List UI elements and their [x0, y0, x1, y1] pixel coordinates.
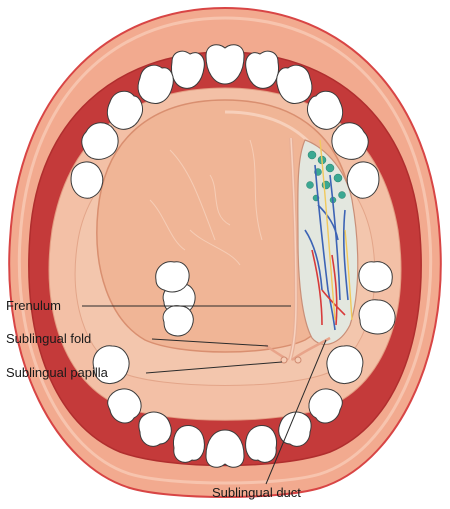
lower-tooth [173, 425, 205, 463]
tongue-surface-texture [149, 139, 263, 266]
lower-tooth [92, 345, 130, 384]
lower-tooth [358, 299, 396, 335]
sublingual-gland-region [297, 139, 359, 346]
upper-tooth [346, 161, 380, 199]
upper-tooth [276, 64, 313, 104]
upper-tooth [307, 90, 344, 130]
lower-tooth [245, 425, 277, 463]
upper-tooth [245, 50, 279, 89]
lingual-veins [304, 164, 349, 331]
label-frenulum: Frenulum [6, 298, 61, 313]
teeth [70, 44, 396, 468]
upper-tooth [205, 44, 245, 85]
lingual-nerve [319, 139, 353, 321]
upper-tooth [331, 122, 369, 160]
lower-tooth [107, 388, 142, 424]
sublingual-fold-right [291, 336, 331, 361]
upper-tooth [137, 64, 174, 104]
sublingual-papilla-left [280, 356, 288, 364]
lower-tooth [162, 305, 194, 337]
lower-tooth [358, 261, 393, 293]
sublingual-gland [297, 139, 359, 346]
sublingual-fold-leader-line [151, 338, 269, 347]
upper-tooth [171, 50, 205, 89]
label-sublingual-papilla: Sublingual papilla [6, 365, 109, 380]
upper-tooth [70, 161, 104, 199]
upper-tooth [81, 122, 119, 160]
lower-tooth [155, 261, 190, 293]
sublingual-duct-leader-line [265, 339, 327, 485]
lower-tooth [308, 388, 343, 424]
leader-lines [82, 305, 327, 485]
lower-tooth [326, 345, 364, 384]
label-sublingual-fold: Sublingual fold [6, 331, 91, 346]
label-sublingual-duct: Sublingual duct [212, 485, 301, 500]
lower-tooth [205, 429, 245, 468]
sublingual-papilla-leader-line [145, 361, 283, 374]
lip-highlight [17, 16, 433, 485]
sublingual-papilla-right [294, 356, 302, 364]
upper-tooth [106, 90, 143, 130]
lower-tooth [138, 411, 172, 447]
